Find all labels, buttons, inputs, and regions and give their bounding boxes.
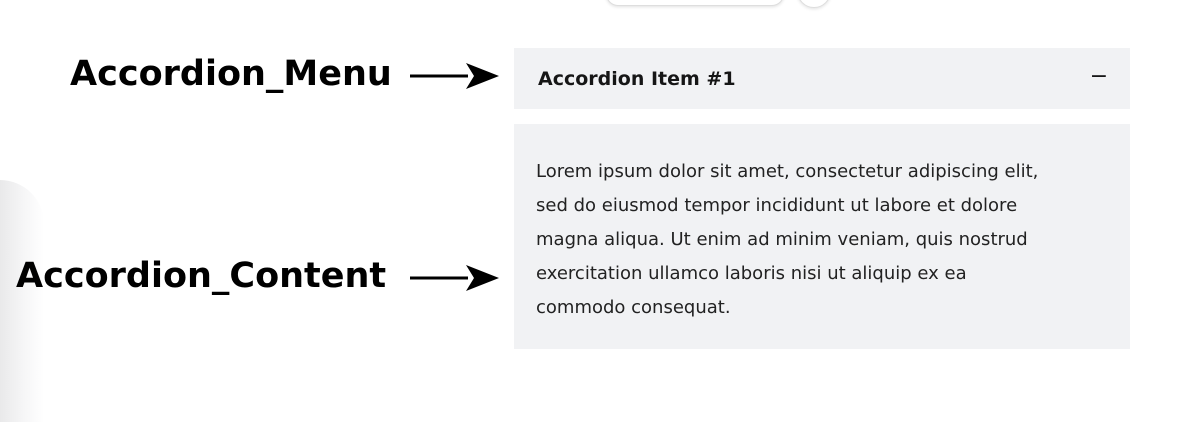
right-arrow-icon <box>410 265 499 291</box>
content-line: commodo consequat. <box>536 297 731 318</box>
accordion-content-text: Lorem ipsum dolor sit amet, consectetur … <box>536 155 1090 325</box>
accordion-content-panel: Lorem ipsum dolor sit amet, consectetur … <box>514 124 1130 349</box>
background-shade <box>0 180 44 422</box>
annotation-content-label: Accordion_Content <box>16 256 387 296</box>
content-line: sed do eiusmod tempor incididunt ut labo… <box>536 195 1018 216</box>
content-line: Lorem ipsum dolor sit amet, consectetur … <box>536 161 1039 182</box>
accordion-item-title: Accordion Item #1 <box>538 68 736 90</box>
content-line: magna aliqua. Ut enim ad minim veniam, q… <box>536 229 1028 250</box>
accordion-header[interactable]: Accordion Item #1 − <box>514 48 1130 109</box>
top-pill-button[interactable] <box>606 0 784 6</box>
right-arrow-icon <box>410 63 499 89</box>
top-circle-button[interactable] <box>797 0 831 8</box>
minus-icon[interactable]: − <box>1089 64 1109 89</box>
annotation-menu-label: Accordion_Menu <box>70 54 392 94</box>
content-line: exercitation ullamco laboris nisi ut ali… <box>536 263 967 284</box>
